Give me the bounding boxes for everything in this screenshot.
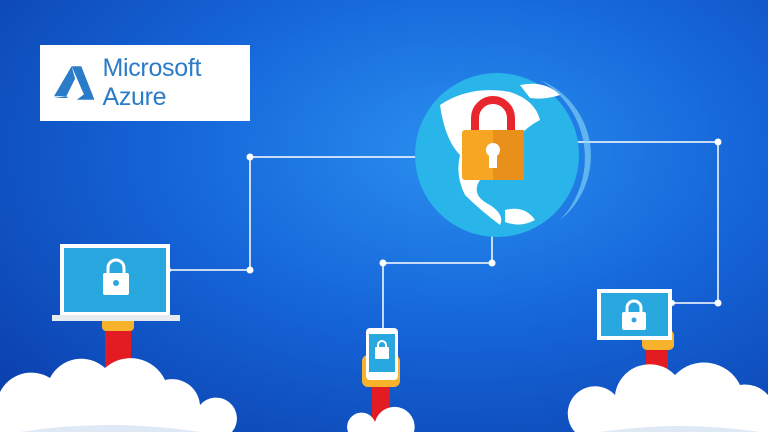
connection-lines bbox=[168, 141, 719, 330]
cloud-shadows bbox=[20, 425, 760, 432]
microsoft-azure-logo: Microsoft Azure bbox=[40, 45, 250, 121]
tablet-lock-icon bbox=[622, 299, 646, 330]
phone-lock-icon bbox=[375, 340, 389, 359]
logo-text: Microsoft Azure bbox=[102, 54, 202, 111]
azure-logo-icon bbox=[54, 66, 95, 100]
padlock-icon bbox=[462, 96, 524, 180]
laptop-lock-icon bbox=[103, 258, 129, 295]
laptop-device bbox=[52, 244, 180, 432]
clouds bbox=[0, 358, 768, 432]
